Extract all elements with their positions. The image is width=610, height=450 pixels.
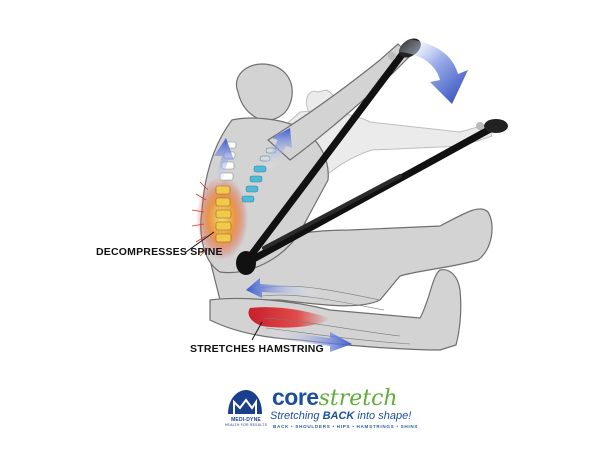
medidyne-logo-mark	[228, 390, 262, 414]
medidyne-name: MEDI-DYNE	[231, 417, 261, 423]
body-areas-subline: BACK • SHOULDERS • HIPS • HAMSTRINGS • S…	[273, 424, 419, 429]
stretches-hamstring-label: STRETCHES HAMSTRING	[190, 343, 324, 355]
up-arrow-right	[264, 128, 292, 172]
hamstring-heat	[248, 307, 330, 328]
core-word: core	[272, 384, 319, 410]
corestretch-device	[236, 38, 508, 275]
head	[235, 63, 293, 121]
motion-arrows	[212, 38, 468, 352]
device-bar-back	[242, 48, 408, 266]
device-knob-forward	[476, 122, 484, 130]
decompresses-spine-label: DECOMPRESSES SPINE	[96, 246, 223, 258]
upper-leg	[209, 208, 493, 307]
tagline-bold: BACK	[322, 410, 355, 422]
vertebrae-lower	[215, 185, 232, 243]
medidyne-wordmark: MEDI-DYNE HEALTH FOR RESULTS	[224, 417, 268, 427]
big-arc-arrow	[398, 38, 468, 104]
leg-arrow-upper	[246, 278, 322, 298]
hamstring-callout-line	[251, 321, 263, 341]
tagline-pre: Stretching	[270, 410, 323, 422]
tagline: Stretching BACK into shape!	[270, 410, 411, 422]
corestretch-logo: corestretch	[272, 384, 398, 411]
spine-nerves	[191, 181, 209, 257]
device-bar-forward	[244, 124, 496, 266]
device-pivot	[236, 251, 256, 275]
spine-callout-line	[185, 231, 215, 253]
stretch-word: stretch	[318, 386, 398, 411]
leg-arrow-lower	[268, 330, 352, 352]
device-handle-forward	[484, 119, 508, 133]
device-bar-inner	[262, 174, 402, 250]
tagline-post: into shape!	[354, 410, 412, 422]
medidyne-tagline: HEALTH FOR RESULTS	[224, 423, 268, 427]
up-arrow-left	[212, 138, 234, 190]
device-knob-back	[388, 52, 396, 60]
